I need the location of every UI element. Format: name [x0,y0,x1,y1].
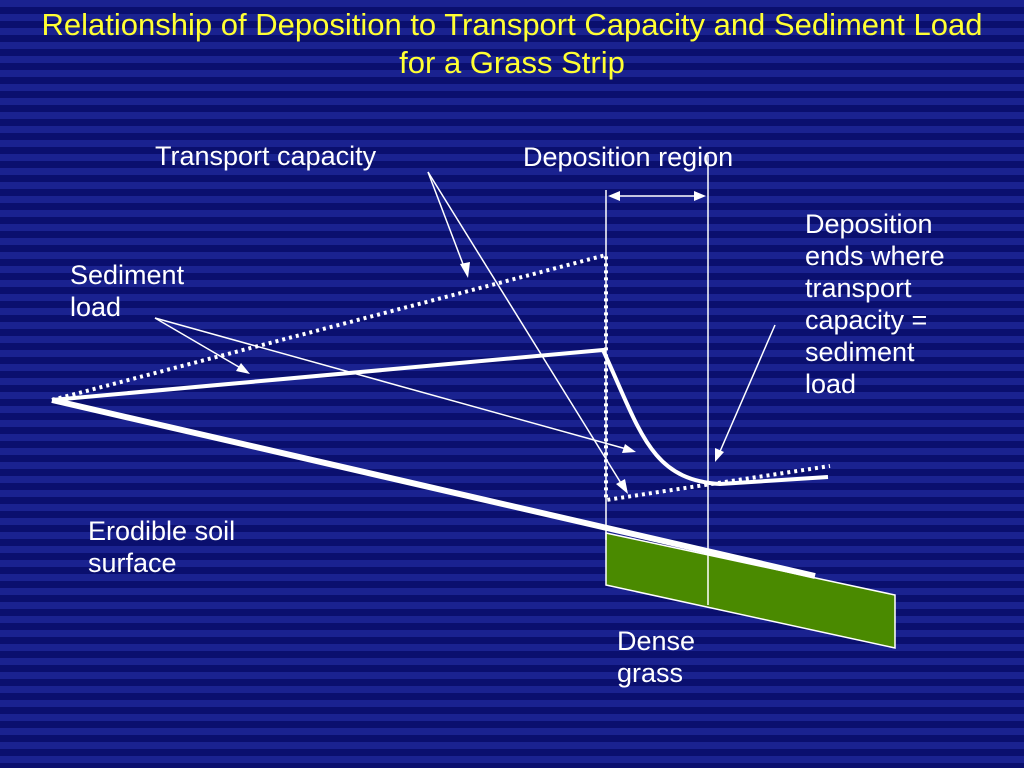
label-line: Sediment [70,260,185,290]
dense-grass-label: Dense grass [617,625,695,689]
sediment-load-pointer-1 [154,317,245,371]
label-line: Dense [617,626,696,656]
label-line: grass [617,658,684,688]
soil-surface-line [51,397,816,579]
arrowhead [236,363,250,374]
deposition-ends-pointer [717,324,776,457]
label-line: capacity = [805,305,928,335]
arrowhead [715,448,724,462]
arrowhead-right [694,191,706,201]
label-line: transport [805,273,912,303]
label-line: load [805,369,857,399]
sediment-load-label: Sediment load [70,259,184,323]
label-line: surface [88,548,177,578]
transport-capacity-pointer-2 [427,171,625,489]
sediment-load-pointer-2 [154,317,631,451]
deposition-region-label: Deposition region [523,142,734,172]
arrowhead [622,444,636,453]
deposition-ends-label: Deposition ends where transport capacity… [805,208,945,400]
erodible-soil-label: Erodible soil surface [88,515,235,579]
arrowhead-left [608,191,620,201]
label-line: Deposition [805,209,933,239]
arrowhead [616,479,628,494]
label-line: load [70,292,122,322]
transport-capacity-pointer-1 [427,171,467,273]
slide-title: Relationship of Deposition to Transport … [41,7,983,80]
label-line: ends where [805,241,945,271]
sediment-load-line [51,347,829,487]
arrowhead [460,262,470,278]
label-line: sediment [805,337,915,367]
transport-capacity-label: Transport capacity [155,141,377,171]
label-line: Erodible soil [88,516,236,546]
